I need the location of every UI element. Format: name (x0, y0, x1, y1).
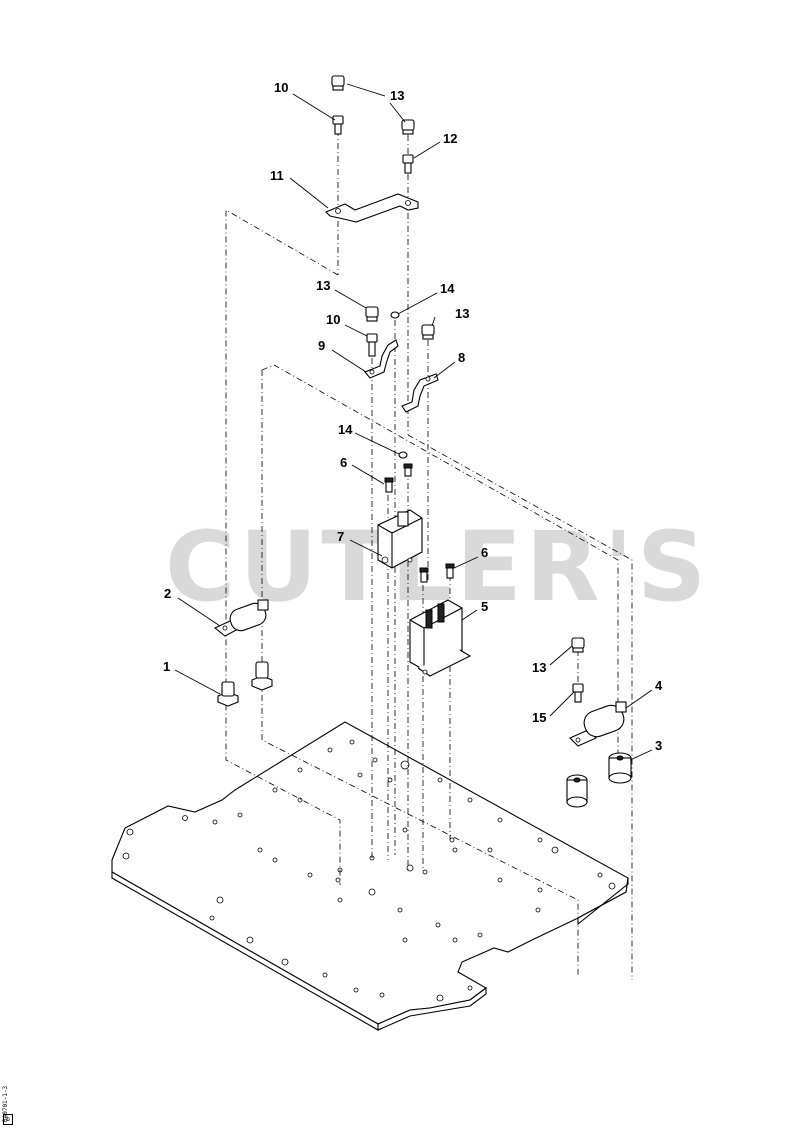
callout-13: 13 (316, 278, 330, 293)
mount-3-right (608, 752, 632, 784)
callout-12: 12 (443, 131, 457, 146)
callout-4: 4 (655, 678, 663, 693)
callout-11: 11 (270, 168, 284, 183)
top-bolt-left (332, 115, 344, 135)
plate-holes (122, 739, 616, 1002)
component-5 (409, 599, 472, 677)
leader-lines (174, 83, 653, 761)
callout-7: 7 (337, 529, 344, 544)
callout-6: 6 (481, 545, 488, 560)
mid-nut-13-right (421, 324, 435, 340)
component-2 (213, 599, 269, 637)
washer-14-lower (398, 451, 408, 459)
base-plate (111, 721, 629, 1031)
callout-14: 14 (440, 281, 455, 296)
callout-labels: 10 13 12 11 13 14 10 13 9 8 14 6 7 6 2 5… (163, 80, 663, 753)
mid-nut-13 (365, 306, 379, 322)
callout-1: 1 (163, 659, 170, 674)
callout-15: 15 (532, 710, 546, 725)
bus-bar-11 (325, 193, 419, 223)
callout-2: 2 (164, 586, 171, 601)
callout-10: 10 (326, 312, 340, 327)
screw-6-mid (403, 463, 413, 477)
callout-9: 9 (318, 338, 325, 353)
nut-13-right (571, 637, 585, 653)
callout-14: 14 (338, 422, 353, 437)
callout-13: 13 (455, 306, 469, 321)
bracket-8 (401, 373, 439, 413)
bracket-9 (364, 339, 399, 379)
top-nut-left (331, 75, 345, 91)
component-4 (569, 701, 627, 747)
callout-5: 5 (481, 599, 488, 614)
callout-13: 13 (390, 88, 404, 103)
screw-6-left (384, 477, 394, 493)
component-7 (377, 509, 423, 569)
callout-8: 8 (458, 350, 465, 365)
callout-13: 13 (532, 660, 546, 675)
screw-6-right-a (419, 567, 429, 583)
standoff-1-right (251, 661, 273, 691)
top-nut-right (401, 119, 415, 135)
screw-6-right-b (445, 563, 455, 579)
bolt-15 (572, 683, 584, 703)
callout-3: 3 (655, 738, 662, 753)
mid-bolt-10 (366, 333, 378, 357)
standoff-1-left (217, 681, 239, 707)
top-bolt-right (402, 154, 414, 174)
callout-10: 10 (274, 80, 288, 95)
callout-6: 6 (340, 455, 347, 470)
mount-3-left (566, 774, 588, 808)
corner-mark: b (3, 1114, 13, 1125)
washer-14-top (390, 311, 400, 319)
